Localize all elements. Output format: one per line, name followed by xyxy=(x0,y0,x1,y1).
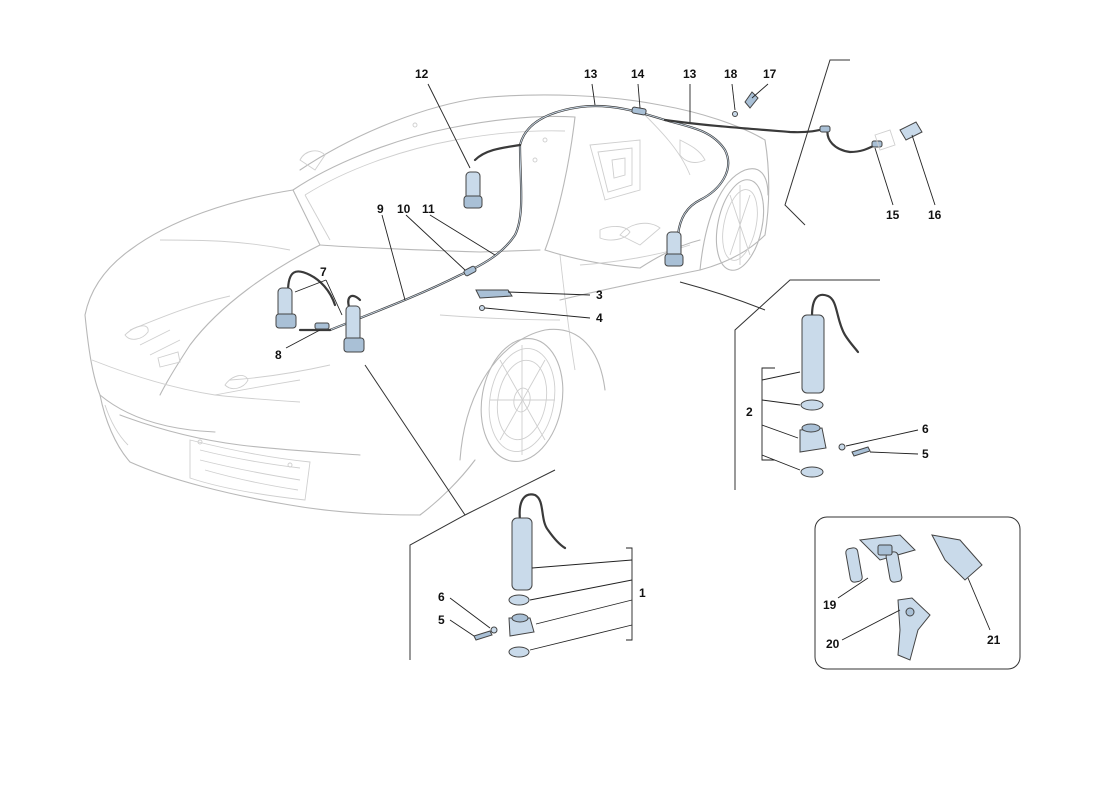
callout-21: 21 xyxy=(987,633,1001,647)
callout-2: 2 xyxy=(746,405,753,419)
inset-box xyxy=(814,516,1021,670)
callout-8: 8 xyxy=(275,348,282,362)
callout-6-right: 6 xyxy=(922,422,929,436)
callout-4: 4 xyxy=(596,311,603,325)
callout-20: 20 xyxy=(826,637,840,651)
detail-assembly-1 xyxy=(473,493,567,658)
detail-frames xyxy=(364,59,1021,670)
callout-12: 12 xyxy=(415,67,429,81)
callout-16: 16 xyxy=(928,208,942,222)
callout-5-right: 5 xyxy=(922,447,929,461)
hose-routing xyxy=(286,104,883,332)
callout-7: 7 xyxy=(320,265,327,279)
callout-6-left: 6 xyxy=(438,590,445,604)
car-body-outline xyxy=(84,94,770,516)
callout-10: 10 xyxy=(397,202,411,216)
callout-5-left: 5 xyxy=(438,613,445,627)
fire-extinguisher-bottles xyxy=(275,91,923,353)
callout-13-left: 13 xyxy=(584,67,598,81)
callout-11: 11 xyxy=(422,202,435,216)
callout-14: 14 xyxy=(631,67,645,81)
callout-19: 19 xyxy=(823,598,837,612)
callout-13-right: 13 xyxy=(683,67,697,81)
inset-parts xyxy=(845,534,983,661)
callout-18: 18 xyxy=(724,67,738,81)
callout-9: 9 xyxy=(377,202,384,216)
callout-1: 1 xyxy=(639,586,646,600)
leader-lines xyxy=(285,83,991,651)
callout-15: 15 xyxy=(886,208,900,222)
callout-17: 17 xyxy=(763,67,777,81)
detail-assembly-2 xyxy=(799,293,871,478)
callout-3: 3 xyxy=(596,288,603,302)
